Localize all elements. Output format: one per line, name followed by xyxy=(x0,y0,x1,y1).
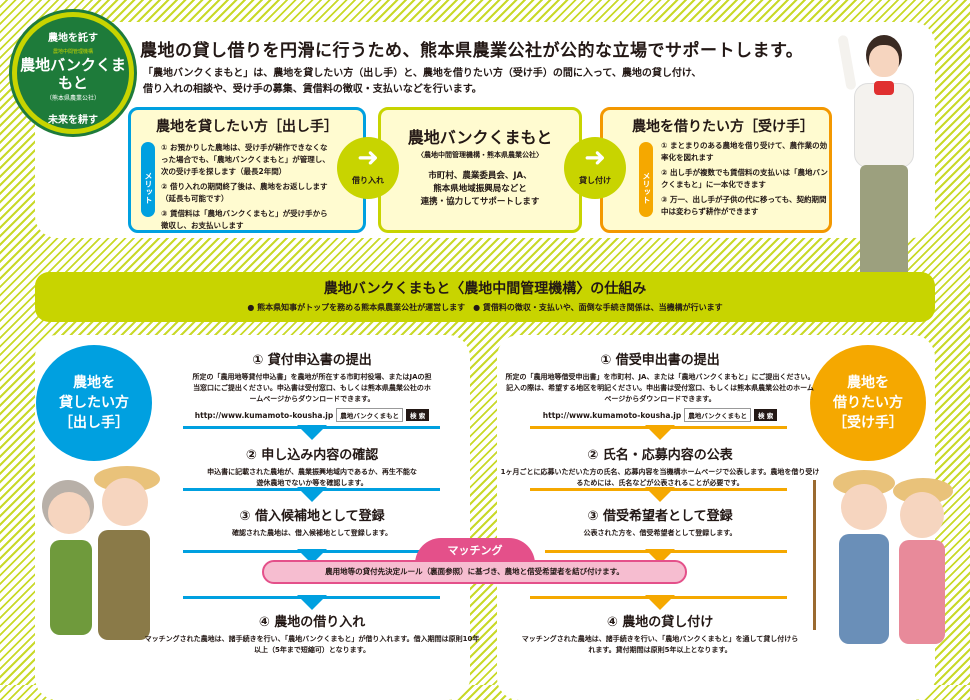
step-title: ③ 借受希望者として登録 xyxy=(587,509,733,524)
down-arrow-icon xyxy=(297,487,327,502)
page-title: 農地の貸し借りを円滑に行うため、熊本県農業公社が公的な立場でサポートします。 xyxy=(140,41,804,61)
search-button[interactable]: 検 索 xyxy=(405,409,430,421)
merit-label: メリット xyxy=(639,142,653,217)
search-box: http://www.kumamoto-kousha.jp 農地バンクくまもと … xyxy=(162,408,462,422)
circle-line: 農地を xyxy=(847,375,889,391)
merit-item: ① まとまりのある農地を借り受けて、農作業の効率化を図れます xyxy=(661,141,828,162)
lead-line: 借り入れの相談や、受け手の募集、賃借料の徴収・支払いなどを行います。 xyxy=(143,84,482,95)
step-desc: マッチングされた農地は、諸手続きを行い、「農地バンクくまもと」を通して貸し付けら… xyxy=(521,635,799,654)
mechanism-band: 農地バンクくまもと〈農地中間管理機構〉の仕組み ● 熊本県知事がトップを務める熊… xyxy=(35,272,935,322)
step-title: ③ 借入候補地として登録 xyxy=(239,509,385,524)
down-arrow-icon xyxy=(645,425,675,440)
site-url[interactable]: http://www.kumamoto-kousha.jp xyxy=(542,410,682,420)
center-box-sub: 〈農地中間管理機構・熊本県農業公社〉 xyxy=(417,151,543,159)
body-line: 連携・協力してサポートします xyxy=(420,197,540,207)
lender-step-2: ② 申し込み内容の確認 申込書に記載された農地が、農業振興地域内であるか、再生不… xyxy=(162,444,462,489)
step-desc: 公表された方を、借受希望者として登録します。 xyxy=(583,529,737,537)
borrower-step-3: ③ 借受希望者として登録 公表された方を、借受希望者として登録します。 xyxy=(510,505,810,539)
search-keyword[interactable]: 農地バンクくまもと xyxy=(684,408,751,422)
center-box: 農地バンクくまもと 〈農地中間管理機構・熊本県農業公社〉 市町村、農業委員会、J… xyxy=(378,107,582,233)
down-arrow-icon xyxy=(297,425,327,440)
logo-bottom: 未来を耕す xyxy=(48,115,98,126)
step-desc: 1ヶ月ごとに応募いただいた方の氏名、応募内容を当機構ホームページで公表します。農… xyxy=(500,468,820,487)
down-arrow-icon xyxy=(297,595,327,610)
step-title: ④ 農地の貸し付け xyxy=(606,615,714,630)
circle-line: ［受け手］ xyxy=(833,415,903,431)
matching-banner: 農用地等の貸付先決定ルール（裏面参照）に基づき、農地と借受希望者を結び付けます。 xyxy=(262,560,687,584)
lender-merit-box: 農地を貸したい方［出し手］ メリット ① お預かりした農地は、受け手が耕作できな… xyxy=(128,107,366,233)
logo-top: 農地を託す xyxy=(48,33,98,44)
step-desc: 所定の「農用地等借受申出書」を市町村、JA、または「農地バンクくまもと」にご提出… xyxy=(505,373,815,403)
merit-label: メリット xyxy=(141,142,155,217)
borrower-merit-box: 農地を借りたい方［受け手］ メリット ① まとまりのある農地を借り受けて、農作業… xyxy=(600,107,832,233)
borrower-step-4: ④ 農地の貸し付け マッチングされた農地は、諸手続きを行い、「農地バンクくまもと… xyxy=(510,611,810,656)
logo-org: 農地中間管理機構 xyxy=(52,49,93,55)
matching-label: マッチング xyxy=(415,538,535,564)
step-desc: 所定の「農用地等貸付申込書」を農地が所在する市町村役場、またはJAの担当窓口にご… xyxy=(192,373,432,403)
circle-line: ［出し手］ xyxy=(59,415,129,431)
step-title: ① 借受申出書の提出 xyxy=(600,353,720,368)
center-box-body: 市町村、農業委員会、JA、 熊本県地域振興局などと 連携・協力してサポートします xyxy=(381,170,579,209)
step-desc: 確認された農地は、借入候補地として登録します。 xyxy=(231,529,393,537)
arrow-right-icon: ➜ xyxy=(584,143,606,173)
elderly-couple-illustration xyxy=(40,460,170,660)
young-couple-illustration xyxy=(805,470,955,660)
step-title: ② 氏名・応募内容の公表 xyxy=(587,448,733,463)
borrower-circle: 農地を 借りたい方 ［受け手］ xyxy=(810,345,926,461)
merit-item: ① お預かりした農地は、受け手が耕作できなくなった場合でも、「農地バンクくまもと… xyxy=(161,143,330,176)
step-title: ④ 農地の借り入れ xyxy=(258,615,366,630)
band-title: 農地バンクくまもと〈農地中間管理機構〉の仕組み xyxy=(323,281,647,297)
body-line: 熊本県地域振興局などと xyxy=(433,184,527,194)
borrow-in-arrow: ➜ 借り入れ xyxy=(337,137,399,199)
circle-line: 農地を xyxy=(73,375,115,391)
circle-line: 貸したい方 xyxy=(59,395,129,411)
merit-list: ① まとまりのある農地を借り受けて、農作業の効率化を図れます ② 出し手が複数で… xyxy=(661,140,831,221)
band-note: ● 賃借料の徴収・支払いや、面倒な手続き関係は、当機構が行います xyxy=(473,303,723,312)
logo: 農地を託す 農地中間管理機構 農地バンクくまもと （熊本県農業公社） 未来を耕す xyxy=(12,12,134,134)
merit-item: ③ 万一、出し手が子供の代に移っても、契約期間中は変わらず耕作ができます xyxy=(661,195,827,216)
circle-line: 借りたい方 xyxy=(833,395,903,411)
lender-step-4: ④ 農地の借り入れ マッチングされた農地は、諸手続きを行い、「農地バンクくまもと… xyxy=(145,611,480,656)
arrow-right-icon: ➜ xyxy=(357,143,379,173)
arrow-label: 貸し付け xyxy=(579,176,611,185)
logo-name: 農地バンクくまもと xyxy=(20,56,126,92)
lender-circle: 農地を 貸したい方 ［出し手］ xyxy=(36,345,152,461)
merit-item: ② 出し手が複数でも賃借料の支払いは「農地バンクくまもと」に一本化できます xyxy=(661,168,828,189)
merit-item: ② 借り入れの期間終了後は、農地をお返しします（延長も可能です） xyxy=(161,182,328,203)
search-button[interactable]: 検 索 xyxy=(753,409,778,421)
borrower-box-title: 農地を借りたい方［受け手］ xyxy=(632,119,814,135)
borrower-step-1: ① 借受申出書の提出 所定の「農用地等借受申出書」を市町村、JA、または「農地バ… xyxy=(505,349,815,422)
arrow-label: 借り入れ xyxy=(352,176,384,185)
merit-item: ③ 賃借料は「農地バンクくまもと」が受け手から徴収し、お支払いします xyxy=(161,209,328,230)
lender-box-title: 農地を貸したい方［出し手］ xyxy=(156,119,338,135)
lender-step-3: ③ 借入候補地として登録 確認された農地は、借入候補地として登録します。 xyxy=(162,505,462,539)
body-line: 市町村、農業委員会、JA、 xyxy=(428,171,532,181)
band-note: ● 熊本県知事がトップを務める熊本県農業公社が運営します xyxy=(247,303,466,312)
search-keyword[interactable]: 農地バンクくまもと xyxy=(336,408,403,422)
search-box: http://www.kumamoto-kousha.jp 農地バンクくまもと … xyxy=(510,408,810,422)
step-desc: 申込書に記載された農地が、農業振興地域内であるか、再生不能な遊休農地でないか等を… xyxy=(207,468,417,487)
down-arrow-icon xyxy=(645,595,675,610)
step-title: ① 貸付申込書の提出 xyxy=(252,353,372,368)
lead-line: 「農地バンクくまもと」は、農地を貸したい方（出し手）と、農地を借りたい方（受け手… xyxy=(143,68,702,79)
step-title: ② 申し込み内容の確認 xyxy=(245,448,379,463)
lend-out-arrow: ➜ 貸し付け xyxy=(564,137,626,199)
center-box-title: 農地バンクくまもと xyxy=(407,128,553,147)
borrower-step-2: ② 氏名・応募内容の公表 1ヶ月ごとに応募いただいた方の氏名、応募内容を当機構ホ… xyxy=(501,444,820,489)
lead-text: 「農地バンクくまもと」は、農地を貸したい方（出し手）と、農地を借りたい方（受け手… xyxy=(143,66,701,98)
down-arrow-icon xyxy=(645,487,675,502)
lender-step-1: ① 貸付申込書の提出 所定の「農用地等貸付申込書」を農地が所在する市町村役場、ま… xyxy=(162,349,462,422)
band-notes: ● 熊本県知事がトップを務める熊本県農業公社が運営します ● 賃借料の徴収・支払… xyxy=(35,302,935,313)
logo-sub: （熊本県農業公社） xyxy=(45,95,100,102)
site-url[interactable]: http://www.kumamoto-kousha.jp xyxy=(194,410,334,420)
step-desc: マッチングされた農地は、諸手続きを行い、「農地バンクくまもと」が借り入れます。借… xyxy=(144,635,480,654)
merit-list: ① お預かりした農地は、受け手が耕作できなくなった場合でも、「農地バンクくまもと… xyxy=(161,142,333,235)
